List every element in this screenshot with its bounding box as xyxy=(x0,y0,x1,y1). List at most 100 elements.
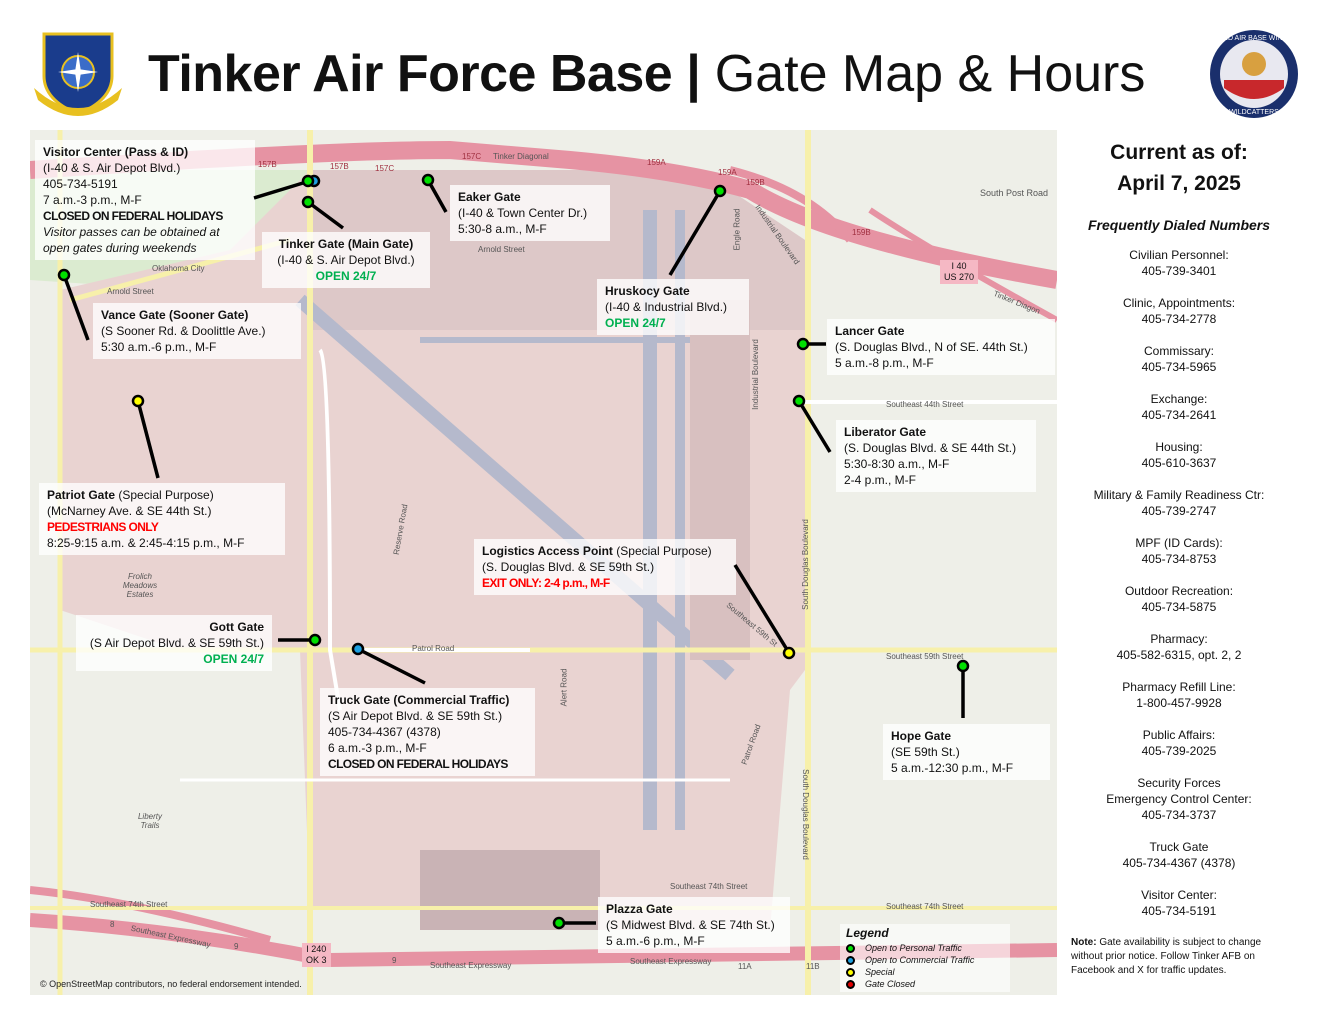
phone-entry-number: 405-739-2747 xyxy=(1141,504,1217,518)
map-label: I 240 xyxy=(306,944,327,954)
phone-entry: Visitor Center:405-734-5191 xyxy=(1060,887,1298,919)
map-label: 157C xyxy=(375,164,395,173)
gate-hours: 5:30 a.m.-6 p.m., M-F xyxy=(101,340,217,354)
gate-info-plazza: Plazza Gate (S Midwest Blvd. & SE 74th S… xyxy=(598,897,790,953)
map-label: South Post Road xyxy=(980,188,1049,198)
gate-hours: 5 a.m.-12:30 p.m., M-F xyxy=(891,761,1014,775)
72d-air-base-wing-emblem xyxy=(34,32,122,116)
note-text: Gate availability is subject to change w… xyxy=(1071,937,1262,976)
phone-entry-number: 405-734-8753 xyxy=(1141,552,1217,566)
phone-entry: Commissary:405-734-5965 xyxy=(1060,343,1298,375)
gate-status: OPEN 24/7 xyxy=(203,652,264,666)
gate-name: Lancer Gate xyxy=(835,324,905,338)
gate-status: OPEN 24/7 xyxy=(315,269,377,283)
map-label: Southeast 44th Street xyxy=(886,400,964,409)
gate-closed-notice: CLOSED ON FEDERAL HOLIDAYS xyxy=(43,209,223,223)
map-label: 11A xyxy=(738,962,752,971)
title-separator: | xyxy=(686,45,701,103)
map-attribution: © OpenStreetMap contributors, no federal… xyxy=(40,979,302,989)
phone-entry: MPF (ID Cards):405-734-8753 xyxy=(1060,535,1298,567)
gate-address: (I-40 & S. Air Depot Blvd.) xyxy=(277,253,415,267)
map-label: Southeast Expressway xyxy=(630,957,712,966)
phone-entry-number: 405-734-2778 xyxy=(1141,312,1217,326)
gate-note: Visitor passes can be obtained at xyxy=(43,225,220,239)
map-label: Southeast 74th Street xyxy=(886,902,964,911)
phone-entry-name: Exchange: xyxy=(1150,392,1208,406)
gate-address: (S. Douglas Blvd. & SE 44th St.) xyxy=(844,441,1017,455)
map-label: Southeast 74th Street xyxy=(90,900,168,909)
gate-hours: 7 a.m.-3 p.m., M-F xyxy=(43,193,142,207)
gate-address: (I-40 & Industrial Blvd.) xyxy=(605,300,728,314)
phone-entry-number: 1-800-457-9928 xyxy=(1136,696,1222,710)
gate-address: (I-40 & Town Center Dr.) xyxy=(458,206,588,220)
phone-entry-name: Security Forces xyxy=(1137,776,1221,790)
gate-info-visitor-center: Visitor Center (Pass & ID) (I-40 & S. Ai… xyxy=(35,140,255,260)
legend-item: Open to Personal Traffic xyxy=(846,942,1004,954)
gate-address: (I-40 & S. Air Depot Blvd.) xyxy=(43,161,181,175)
phone-entry-number: 405-734-2641 xyxy=(1141,408,1217,422)
gate-address: (McNarney Ave. & SE 44th St.) xyxy=(47,504,212,518)
phone-entry-number: 405-734-3737 xyxy=(1141,808,1217,822)
gate-name: Eaker Gate xyxy=(458,190,521,204)
gate-info-vance: Vance Gate (Sooner Gate) (S Sooner Rd. &… xyxy=(93,303,301,359)
map-label: 157B xyxy=(330,162,349,171)
phone-entry-name: Emergency Control Center: xyxy=(1106,792,1252,806)
wildcatters-emblem: 72D AIR BASE WING WILDCATTERS xyxy=(1210,30,1298,118)
legend-label: Gate Closed xyxy=(865,979,916,989)
gate-address: (S Air Depot Blvd. & SE 59th St.) xyxy=(328,709,503,723)
numbers-title: Frequently Dialed Numbers xyxy=(1087,217,1271,233)
yellow-dot-icon xyxy=(846,967,855,977)
legend-item: Special xyxy=(846,966,1004,978)
gate-name: Hope Gate xyxy=(891,729,952,743)
map-label: Industrial Boulevard xyxy=(750,339,760,410)
gate-info-truck: Truck Gate (Commercial Traffic) (S Air D… xyxy=(320,688,535,776)
map-label: Patrol Road xyxy=(412,644,455,653)
legend-title: Legend xyxy=(846,926,889,940)
gate-address: (SE 59th St.) xyxy=(891,745,960,759)
phone-entry-name: Housing: xyxy=(1155,440,1203,454)
info-sidebar: Current as of: April 7, 2025 Frequently … xyxy=(1060,135,1298,935)
map-label: 9 xyxy=(392,956,397,965)
map-label: I 40 xyxy=(951,261,967,271)
map-label: Arnold Street xyxy=(478,245,525,254)
gate-status: OPEN 24/7 xyxy=(605,316,666,330)
gate-address: (S. Douglas Blvd., N of SE. 44th St.) xyxy=(835,340,1028,354)
phone-entry-number: 405-734-5191 xyxy=(1141,904,1217,918)
gate-phone: 405-734-5191 xyxy=(43,177,118,191)
gate-hours: 8:25-9:15 a.m. & 2:45-4:15 p.m., M-F xyxy=(47,536,245,550)
gate-purpose: (Special Purpose) xyxy=(612,544,712,558)
phone-entry-number: 405-739-3401 xyxy=(1141,264,1217,278)
map-label: Southeast Expressway xyxy=(430,961,512,970)
map-label: Southeast 59th Street xyxy=(886,652,964,661)
gate-hours: 2-4 p.m., M-F xyxy=(844,473,917,487)
gate-closed-notice: CLOSED ON FEDERAL HOLIDAYS xyxy=(328,757,508,771)
page-title: Tinker Air Force Base|Gate Map & Hours xyxy=(148,44,1145,104)
phone-entry: Civilian Personnel:405-739-3401 xyxy=(1060,247,1298,279)
map-label: 8 xyxy=(110,920,115,929)
gate-restriction: EXIT ONLY: 2-4 p.m., M-F xyxy=(482,576,610,590)
map-legend: Legend Open to Personal Traffic Open to … xyxy=(840,924,1010,992)
legend-label: Open to Personal Traffic xyxy=(865,943,962,953)
gate-info-eaker: Eaker Gate (I-40 & Town Center Dr.) 5:30… xyxy=(450,185,610,241)
map-label: 157B xyxy=(258,160,277,169)
map-label: 11B xyxy=(806,962,820,971)
map-label: Liberty Trails xyxy=(137,812,162,830)
map-label: 159A xyxy=(647,158,666,167)
blue-dot-icon xyxy=(846,955,855,965)
phone-entry-name: Outdoor Recreation: xyxy=(1124,584,1234,598)
gate-note: open gates during weekends xyxy=(43,241,197,255)
note: Note: Gate availability is subject to ch… xyxy=(1071,936,1291,978)
gate-name: Liberator Gate xyxy=(844,425,927,439)
phone-entry-number: 405-739-2025 xyxy=(1141,744,1217,758)
phone-entry-name: Clinic, Appointments: xyxy=(1122,296,1236,310)
legend-item: Open to Commercial Traffic xyxy=(846,954,1004,966)
svg-text:WILDCATTERS: WILDCATTERS xyxy=(1229,109,1279,116)
map-label: OK 3 xyxy=(306,955,327,965)
map-label: South Douglas Boulevard xyxy=(800,519,810,610)
red-dot-icon xyxy=(846,979,855,989)
